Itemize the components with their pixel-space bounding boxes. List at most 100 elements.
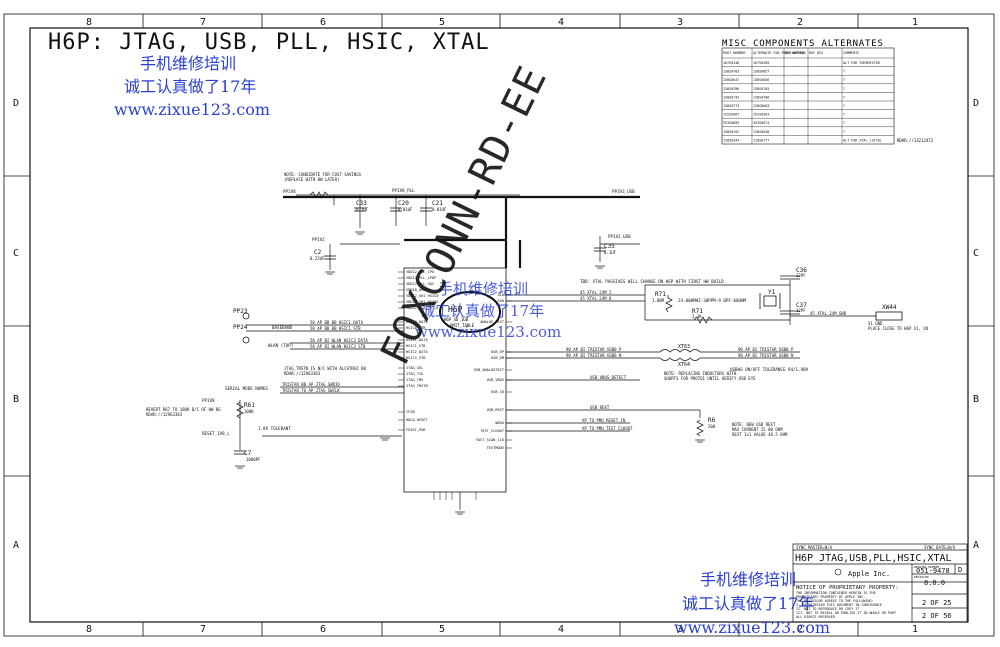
svg-text:45_XTAL_24M_GND: 45_XTAL_24M_GND — [810, 311, 847, 316]
note-line: (REPLACE WITH 0W LATER) — [284, 177, 339, 182]
col-label-bottom: 2 — [797, 624, 803, 635]
svg-text:PP1V8: PP1V8 — [202, 398, 215, 403]
block-title: H6P JTAG,USB,PLL,HSIC,XTAL — [795, 553, 952, 564]
multiline-notes: NOTE: CANDIDATE FOR COST-SAVINGS(REPLACE… — [146, 172, 929, 437]
alternates-cell: 138S0705 — [753, 87, 769, 91]
alternates-cell: 138S0603 — [753, 104, 769, 108]
col-label-top: 8 — [86, 17, 92, 28]
col-label-top: 1 — [912, 17, 918, 28]
svg-text:PP1V8_PLL: PP1V8_PLL — [392, 188, 415, 193]
revision: 8.0.0 — [924, 579, 945, 587]
page-title: H6P: JTAG, USB, PLL, HSIC, XTAL — [48, 30, 490, 55]
svg-text:D: D — [13, 98, 19, 109]
column-ticks — [4, 14, 994, 636]
svg-text:PP24: PP24 — [233, 324, 248, 331]
svg-text:12PF: 12PF — [796, 308, 806, 313]
col-label-bottom: 1 — [912, 624, 918, 635]
alternates-cell: ? — [843, 87, 845, 91]
chip-pin-left: HSIC2_DATA — [406, 350, 428, 354]
alternates-cell: 138S0648 — [753, 130, 769, 134]
outer-frame — [3, 13, 995, 637]
col-label-top: 6 — [320, 17, 326, 28]
chip-pin-left: VDD12_UH1_HSIC1 — [406, 300, 438, 304]
alternates-cell: ? — [843, 104, 845, 108]
svg-text:1.8V TOLERANT: 1.8V TOLERANT — [258, 426, 291, 431]
note-line: NOTE: CANDIDATE FOR COST-SAVINGS — [284, 172, 362, 177]
alternates-cell: 138S0647 — [723, 78, 739, 82]
svg-text:Y1: Y1 — [768, 289, 776, 296]
chip-pin-right: TEST_CLKOUT — [480, 429, 505, 433]
alternates-note: RDAR://13212472 — [897, 138, 934, 143]
notice-line: ALL RIGHTS RESERVED — [796, 615, 835, 619]
chip-pin-right: ANALOG_TEST — [480, 320, 505, 324]
alternates-cell: 138S0702 — [723, 130, 739, 134]
watermark-line2-bottom: 诚工认真做了17年 — [682, 594, 815, 613]
chip-pin-left: HSIC2_STB — [406, 356, 425, 360]
chip-pin-right: USB_DM — [491, 356, 505, 360]
alternates-cell: 107S0146 — [723, 61, 739, 65]
watermark-url: www.zixue123.com — [114, 100, 271, 119]
svg-text:C35: C35 — [604, 243, 615, 250]
chip-pin-right: USB_DP — [491, 350, 504, 354]
svg-text:C: C — [13, 248, 19, 259]
alternates-cell: ? — [843, 70, 845, 74]
alternates-cell: 138S0657 — [753, 70, 769, 74]
alternates-cell: ALT FOR THERMISTOR — [843, 61, 881, 65]
svg-text:0.1UF: 0.1UF — [356, 207, 369, 212]
drawing-number: 051-9478 — [916, 567, 950, 575]
svg-text:A: A — [13, 540, 19, 551]
column-labels: 8 7 6 5 4 3 2 1 8 7 6 5 4 3 2 1 — [86, 17, 918, 635]
sheet-size: D — [958, 566, 962, 574]
alternates-header: REF DES — [809, 51, 823, 55]
svg-text:90_AP_BI_TRISTAR_USB0_N: 90_AP_BI_TRISTAR_USB0_N — [566, 353, 622, 358]
svg-text:WLAN (TOP): WLAN (TOP) — [268, 343, 293, 348]
note-line: MAX CURRENT IS 80 OHM — [732, 427, 783, 432]
svg-text:B: B — [973, 394, 979, 405]
alternates-cell: 152S0467 — [723, 113, 739, 117]
svg-text:R61: R61 — [244, 402, 255, 409]
svg-text:0.01UF: 0.01UF — [398, 207, 413, 212]
col-label-top: 3 — [677, 17, 683, 28]
svg-text:R71: R71 — [692, 308, 703, 315]
watermark-line1-bottom: 手机维修培训 — [700, 570, 797, 589]
alternates-cell: 353S0674 — [753, 121, 769, 125]
alternates-cell: ? — [843, 78, 845, 82]
chip-pin-left: JTAG_SEL — [406, 366, 423, 370]
svg-text:50_AP_BI_WLAN_HSIC3_DATA: 50_AP_BI_WLAN_HSIC3_DATA — [310, 338, 368, 343]
svg-text:XW44: XW44 — [882, 304, 897, 311]
watermark-url-bottom: www.zixue123.com — [674, 618, 831, 637]
chip-pin-left: JTAG_TMS — [406, 378, 423, 382]
col-label-bottom: 6 — [320, 624, 326, 635]
svg-text:AP_TO_PMU_RESET_IN: AP_TO_PMU_RESET_IN — [582, 418, 626, 423]
col-label-top: 4 — [558, 17, 564, 28]
svg-text:90_AP_BI_TRISTAR_USB0_P: 90_AP_BI_TRISTAR_USB0_P — [738, 347, 794, 352]
svg-text:RESET_1V8_L: RESET_1V8_L — [202, 431, 230, 436]
chip-pin-right: USB_ID — [491, 390, 504, 394]
chip-pin-right: XO0 — [498, 299, 505, 303]
alternates-cell: ALT FOR XTAL (X1Y0) — [843, 138, 882, 142]
alternates-cell: 138S0706 — [753, 95, 769, 99]
note-line: PLACE CLOSE TO H6P X1, XO — [868, 326, 929, 331]
svg-text:C36: C36 — [796, 267, 807, 274]
chip-sub2: OMIT_TABLE — [450, 323, 475, 328]
note-line: REXT 1x1 VALUE 48.5 OHM — [732, 432, 788, 437]
alternates-cell: 138S0703 — [723, 70, 739, 74]
alternates-header: BOM OPTION — [785, 51, 805, 55]
chip-pin-left: VDD12_PLL_CPU — [406, 270, 434, 274]
alternates-header: PART NUMBER — [723, 51, 746, 55]
alternates-header: ALTERNATE FOR PART NUMBER — [753, 51, 805, 55]
part-labels: C33 0.1UF C20 0.01UF C21 0.01UF C2 0.22U… — [233, 200, 897, 462]
chip-pin-left: VDD18_AMUX — [406, 288, 428, 292]
company: Apple Inc. — [848, 570, 890, 578]
svg-text:3.3K: 3.3K — [692, 314, 702, 319]
crystal-y1 — [759, 293, 781, 309]
alternates-cell: 138S0773 — [723, 104, 739, 108]
power-bus — [283, 195, 640, 268]
chip-pin-left: VDD12_UH1_HSIC0 — [406, 294, 438, 298]
svg-text:200: 200 — [708, 424, 716, 429]
svg-text:D: D — [973, 98, 979, 109]
alternates-cell: 138S0706 — [723, 87, 739, 91]
svg-text:0.01UF: 0.01UF — [432, 207, 447, 212]
svg-text:AP_TO_PMU_TEST_CLKOUT: AP_TO_PMU_TEST_CLKOUT — [582, 426, 633, 431]
